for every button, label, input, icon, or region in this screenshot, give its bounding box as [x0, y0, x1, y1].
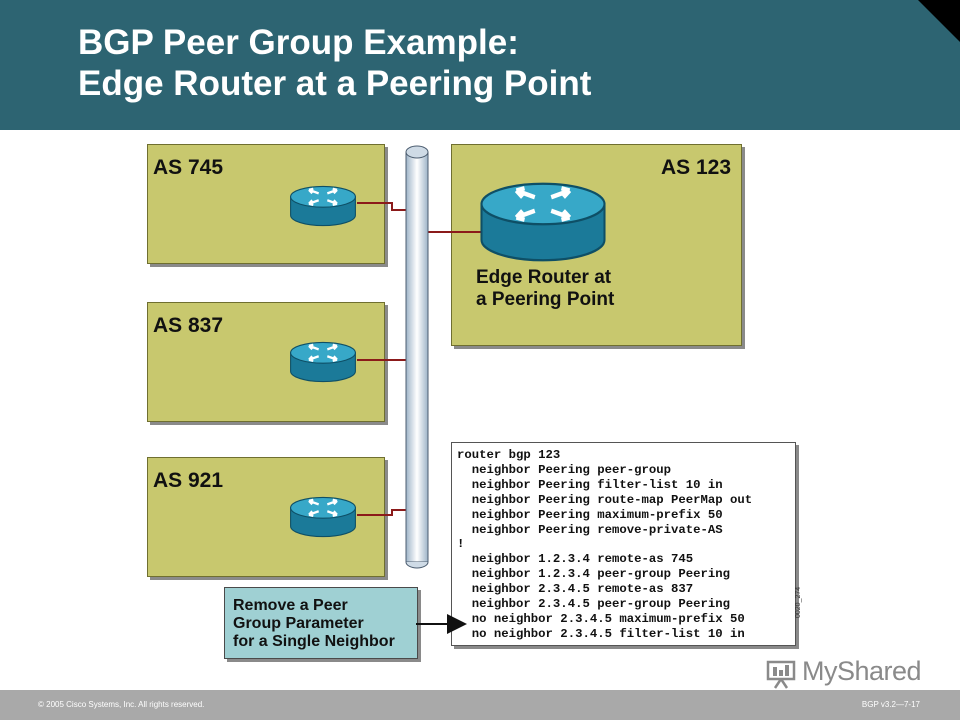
course-code: BGP v3.2—7-17	[861, 700, 920, 709]
config-text: router bgp 123 neighbor Peering peer-gro…	[452, 443, 795, 642]
router-icon	[289, 496, 357, 538]
presentation-icon	[766, 660, 796, 689]
as-label-745: AS 745	[153, 156, 224, 179]
config-line: !	[457, 537, 465, 552]
config-line: neighbor Peering remove-private-AS	[457, 522, 723, 537]
footer-bar: © 2005 Cisco Systems, Inc. All rights re…	[0, 690, 960, 720]
callout-text: Remove a Peer Group Parameter for a Sing…	[233, 597, 395, 651]
config-line: no neighbor 2.3.4.5 filter-list 10 in	[457, 626, 745, 641]
config-line: neighbor Peering filter-list 10 in	[457, 477, 723, 492]
as-label-123: AS 123	[660, 156, 731, 179]
corner-decoration	[918, 0, 960, 42]
logo-text: MyShared	[802, 656, 922, 686]
edge-router-label-line2: a Peering Point	[476, 289, 615, 310]
as-label-837: AS 837	[153, 314, 224, 337]
edge-router-label-line1: Edge Router at	[476, 267, 612, 288]
callout-line1: Remove a Peer	[233, 597, 348, 614]
copyright-text: © 2005 Cisco Systems, Inc. All rights re…	[38, 700, 205, 709]
edge-router-icon	[482, 184, 605, 261]
config-line: neighbor 1.2.3.4 peer-group Peering	[457, 567, 731, 582]
router-icon	[289, 185, 357, 227]
config-line: no neighbor 2.3.4.5 maximum-prefix 50	[457, 611, 745, 626]
config-line: neighbor Peering maximum-prefix 50	[457, 507, 723, 522]
slide-title-line1: BGP Peer Group Example:	[78, 23, 519, 62]
callout-line3: for a Single Neighbor	[233, 633, 395, 650]
as-label-921: AS 921	[153, 469, 224, 492]
config-line: neighbor 2.3.4.5 remote-as 837	[457, 582, 694, 597]
config-line: neighbor 2.3.4.5 peer-group Peering	[457, 597, 731, 612]
title-bar: BGP Peer Group Example: Edge Router at a…	[0, 0, 960, 130]
callout-box: Remove a Peer Group Parameter for a Sing…	[224, 587, 418, 659]
config-line: neighbor 1.2.3.4 remote-as 745	[457, 552, 694, 567]
config-box: router bgp 123 neighbor Peering peer-gro…	[451, 442, 796, 646]
config-line: neighbor Peering peer-group	[457, 462, 672, 477]
router-icon	[289, 341, 357, 383]
link-as921	[357, 509, 410, 516]
config-line: neighbor Peering route-map PeerMap out	[457, 492, 753, 507]
slide-title: BGP Peer Group Example: Edge Router at a…	[78, 22, 591, 104]
link-as745	[357, 202, 410, 211]
callout-line2: Group Parameter	[233, 615, 364, 632]
edge-router-label: Edge Router at a Peering Point	[476, 267, 614, 311]
config-line: router bgp 123	[457, 448, 561, 462]
slide-title-line2: Edge Router at a Peering Point	[78, 64, 592, 103]
peering-segment	[405, 145, 429, 569]
